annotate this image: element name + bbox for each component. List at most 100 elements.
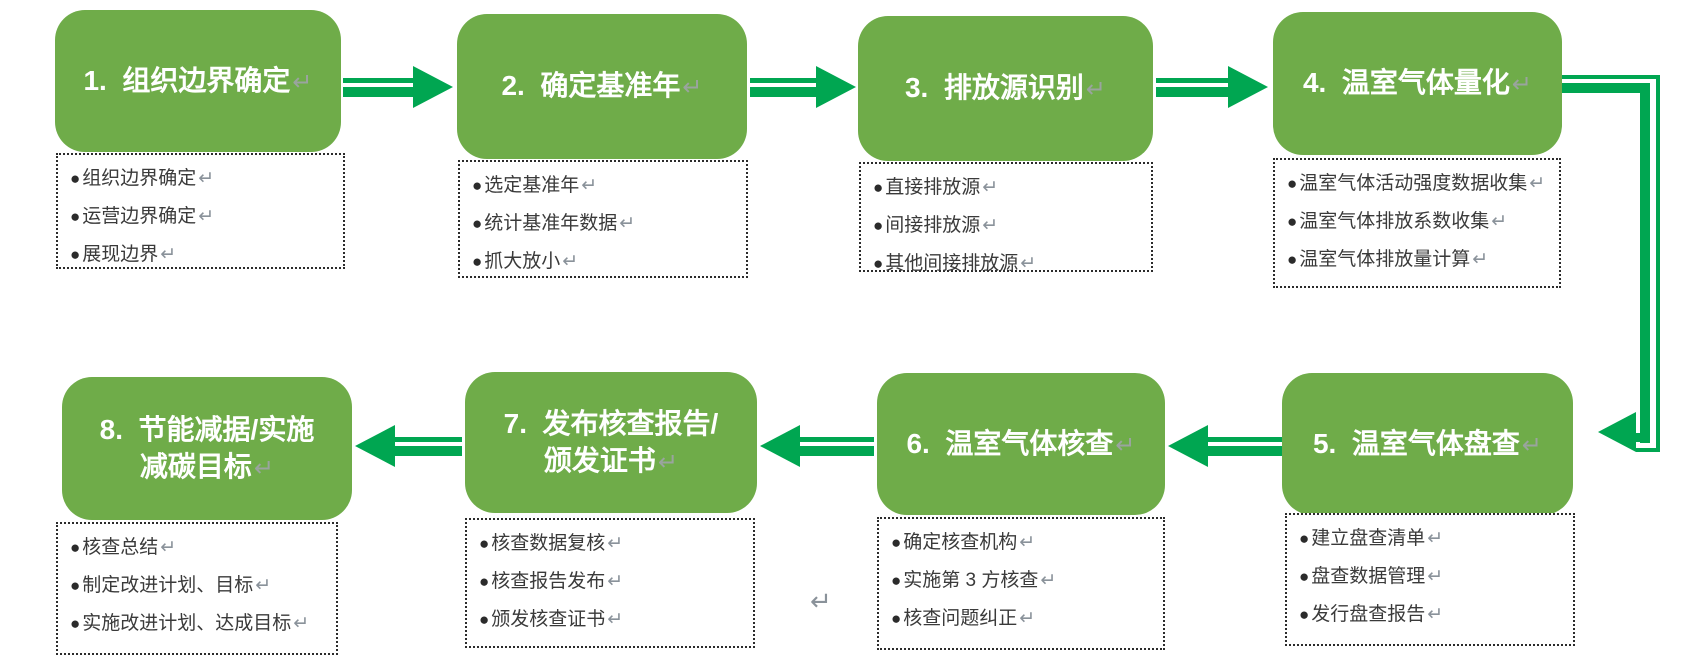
return-mark-icon: ↵ xyxy=(1511,71,1533,99)
list-item-text: 确定核查机构 xyxy=(903,532,1018,553)
step-7-title-text: 7. 发布核查报告/ 颁发证书 xyxy=(503,408,719,476)
list-item: ●选定基准年↵ xyxy=(472,175,736,197)
list-item-text: 抓大放小 xyxy=(484,250,561,272)
step-2-title: 2. 确定基准年↵ xyxy=(501,68,702,104)
list-item: ●抓大放小↵ xyxy=(472,250,736,273)
bullet-icon: ● xyxy=(873,178,884,197)
bullet-icon: ● xyxy=(1287,249,1298,269)
bullet-icon: ● xyxy=(891,608,902,628)
list-item-text: 统计基准年数据 xyxy=(484,212,618,234)
arrow-step2-to-step3-icon xyxy=(750,66,856,108)
list-item: ●直接排放源↵ xyxy=(873,177,1141,199)
return-mark-icon: ↵ xyxy=(160,243,177,265)
arrow-shaft xyxy=(343,66,413,108)
return-mark-icon: ↵ xyxy=(1019,532,1036,553)
list-item-text: 展现边界 xyxy=(82,243,159,265)
arrow-step3-to-step4-icon xyxy=(1156,66,1268,108)
step-7-title: 7. 发布核查报告/ 颁发证书↵ xyxy=(504,406,719,479)
list-item-text: 核查数据复核 xyxy=(491,533,606,554)
step-6-box: 6. 温室气体核查↵ xyxy=(877,373,1165,515)
arrow-head xyxy=(413,66,453,108)
elbow-segment xyxy=(1636,433,1650,442)
return-mark-icon: ↵ xyxy=(1040,569,1057,591)
list-item-text: 核查问题纠正 xyxy=(903,607,1018,629)
bullet-icon: ● xyxy=(479,571,490,591)
arrow-shaft xyxy=(800,425,874,467)
list-item-text: 核查报告发布 xyxy=(491,570,606,592)
list-item-text: 选定基准年 xyxy=(484,175,580,196)
step-4-title: 4. 温室气体量化↵ xyxy=(1303,65,1532,101)
bullet-icon: ● xyxy=(1287,174,1298,193)
list-item-text: 温室气体活动强度数据收集 xyxy=(1299,173,1528,194)
list-item: ●核查报告发布↵ xyxy=(479,570,743,593)
elbow-segment xyxy=(1640,83,1650,443)
step-3-box: 3. 排放源识别↵ xyxy=(858,16,1153,161)
bullet-icon: ● xyxy=(472,176,483,195)
return-mark-icon: ↵ xyxy=(562,250,579,272)
step-1-title: 1. 组织边界确定↵ xyxy=(83,63,312,99)
step-3-title-text: 3. 排放源识别 xyxy=(904,72,1084,104)
list-item: ●盘查数据管理↵ xyxy=(1299,565,1563,588)
arrow-shaft xyxy=(1156,66,1228,108)
elbow-segment xyxy=(1656,75,1660,452)
step-5-title: 5. 温室气体盘查↵ xyxy=(1313,426,1542,462)
list-item: ●实施第 3 方核查↵ xyxy=(891,569,1153,592)
list-item-text: 直接排放源 xyxy=(885,177,981,198)
list-item: ●展现边界↵ xyxy=(70,243,333,266)
list-item-text: 实施改进计划、达成目标 xyxy=(82,612,292,634)
step-1-title-text: 1. 组织边界确定 xyxy=(83,64,291,96)
list-item-text: 发行盘查报告 xyxy=(1311,603,1426,625)
list-item: ●温室气体排放量计算↵ xyxy=(1287,249,1549,271)
return-mark-icon: ↵ xyxy=(1115,431,1136,459)
list-item: ●建立盘查清单↵ xyxy=(1299,528,1563,550)
bullet-icon: ● xyxy=(70,206,81,226)
step-3-details: ●直接排放源↵ ●间接排放源↵ ●其他间接排放源↵ xyxy=(859,162,1153,274)
step-1-details: ●组织边界确定↵ ●运营边界确定↵ ●展现边界↵ xyxy=(56,153,345,269)
list-item: ●运营边界确定↵ xyxy=(70,206,333,228)
list-item: ●间接排放源↵ xyxy=(873,215,1141,237)
bullet-icon: ● xyxy=(70,538,81,557)
step-2-details: ●选定基准年↵ ●统计基准年数据↵ ●抓大放小↵ xyxy=(458,160,748,278)
arrow-step1-to-step2-icon xyxy=(343,66,453,108)
bullet-icon: ● xyxy=(70,169,81,188)
list-item-text: 温室气体排放系数收集 xyxy=(1299,210,1490,232)
step-2-title-text: 2. 确定基准年 xyxy=(501,70,681,102)
return-mark-icon: ↵ xyxy=(198,168,215,189)
list-item: ●温室气体活动强度数据收集↵ xyxy=(1287,173,1549,195)
bullet-icon: ● xyxy=(479,609,490,629)
bullet-icon: ● xyxy=(1287,211,1298,231)
list-item-text: 制定改进计划、目标 xyxy=(82,574,254,596)
bullet-icon: ● xyxy=(873,215,884,235)
return-mark-icon: ↵ xyxy=(1427,565,1444,587)
bullet-icon: ● xyxy=(891,533,902,552)
return-mark-icon: ↵ xyxy=(581,175,598,196)
list-item: ●发行盘查报告↵ xyxy=(1299,603,1563,626)
step-8-title: 8. 节能减据/实施 减碳目标↵ xyxy=(100,412,315,485)
bullet-icon: ● xyxy=(873,253,884,273)
return-mark-icon: ↵ xyxy=(255,574,272,596)
arrow-shaft xyxy=(750,66,816,108)
list-item-text: 实施第 3 方核查 xyxy=(903,569,1039,591)
list-item: ●颁发核查证书↵ xyxy=(479,609,743,631)
return-mark-icon: ↵ xyxy=(253,454,275,482)
arrow-step7-to-step8-icon xyxy=(355,425,462,467)
step-4-details: ●温室气体活动强度数据收集↵ ●温室气体排放系数收集 ↵ ●温室气体排放量计算↵ xyxy=(1273,158,1561,288)
arrow-head xyxy=(816,66,856,108)
arrow-step6-to-step7-icon xyxy=(760,425,874,467)
return-mark-icon: ↵ xyxy=(1529,173,1546,194)
return-mark-icon: ↵ xyxy=(1020,252,1037,274)
list-item: ●组织边界确定↵ xyxy=(70,168,333,190)
return-mark-icon: ↵ xyxy=(1521,431,1543,459)
list-item-text: 盘查数据管理 xyxy=(1311,565,1426,587)
list-item-text: 其他间接排放源 xyxy=(885,252,1019,274)
list-item: ●实施改进计划、达成目标↵ xyxy=(70,612,326,635)
arrow-shaft xyxy=(1208,425,1282,467)
step-3-title: 3. 排放源识别↵ xyxy=(905,70,1106,106)
list-item: ●确定核查机构↵ xyxy=(891,532,1153,554)
list-item: ●制定改进计划、目标↵ xyxy=(70,574,326,597)
arrow-head xyxy=(1228,66,1268,108)
return-mark-icon: ↵ xyxy=(1427,603,1444,625)
bullet-icon: ● xyxy=(472,251,483,271)
return-mark-icon: ↵ xyxy=(293,612,310,634)
